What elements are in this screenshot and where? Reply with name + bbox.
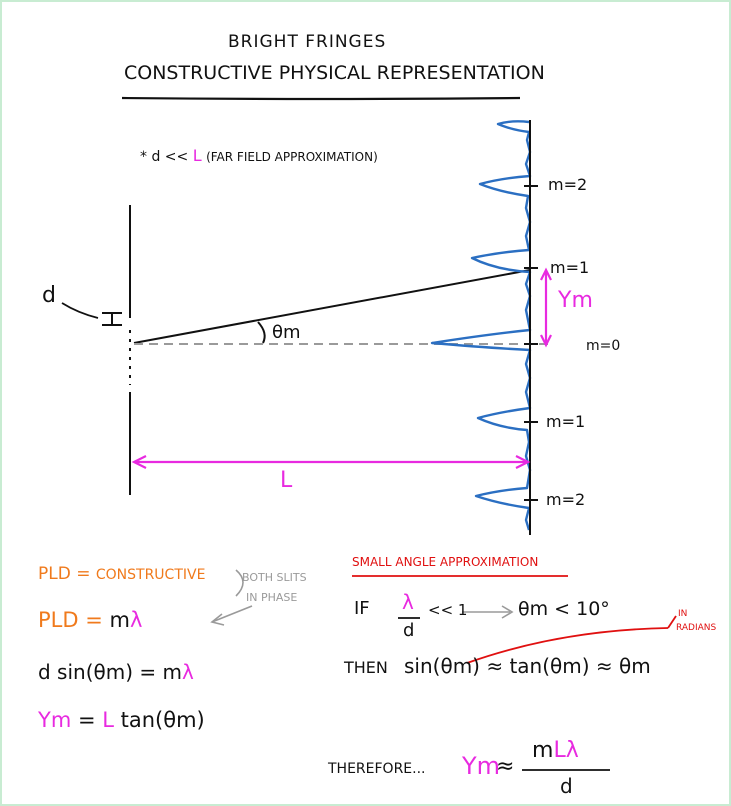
d-leader-line [61, 302, 99, 319]
ym-equals: = [71, 708, 103, 732]
d-sin-theta-text: d sin(θm) = m [38, 660, 182, 684]
ym-label: Ym [558, 288, 593, 313]
title-line-1: BRIGHT FRINGES [228, 32, 387, 52]
phase-note-bracket [235, 569, 244, 597]
order-label-m1-top: m=1 [550, 258, 590, 277]
ym-symbol: Ym [38, 708, 72, 732]
assumption-L: L [192, 146, 202, 165]
phase-note-line-1: BOTH SLITS [242, 571, 307, 584]
theta-label: θm [272, 322, 301, 343]
ym-arrowhead-bottom [540, 334, 552, 348]
L-arrowhead-left [131, 455, 147, 469]
if-fraction-denominator: d [403, 620, 415, 641]
if-condition: << 1 [428, 601, 468, 619]
if-fraction-numerator: λ [402, 590, 414, 614]
therefore-numerator: mLλ [532, 740, 579, 762]
pld-label-2: PLD = [38, 608, 110, 632]
phase-note-arrow [211, 605, 253, 623]
order-label-m0: m=0 [586, 338, 621, 354]
lambda-symbol-2: λ [181, 660, 194, 684]
assumption-prefix: * d << [140, 149, 189, 165]
equation-pld-m-lambda: PLD = mλ [38, 610, 142, 631]
if-implication-arrowhead [501, 605, 514, 619]
numerator-lambda: λ [565, 738, 579, 763]
radians-arc-tail [667, 615, 677, 629]
therefore-denominator: d [560, 774, 573, 798]
assumption-note: * d << L (FAR FIELD APPROXIMATION) [140, 146, 378, 165]
title-underline [121, 96, 521, 101]
therefore-approx: ≈ [496, 754, 515, 779]
constructive-label: CONSTRUCTIVE [95, 567, 206, 583]
radians-note-line-2: RADIANS [676, 623, 717, 633]
order-label-m1-bottom: m=1 [546, 412, 586, 431]
title-line-2: CONSTRUCTIVE PHYSICAL REPRESENTATION [124, 62, 545, 84]
order-m: m [109, 608, 130, 632]
L-arrowhead-right [515, 455, 531, 469]
path-line-to-m1 [133, 269, 531, 344]
pld-label: PLD = [38, 564, 96, 584]
equation-d-sin-theta: d sin(θm) = mλ [38, 662, 194, 682]
therefore-label: THEREFORE... [328, 761, 426, 777]
order-label-m2-bottom: m=2 [546, 490, 586, 509]
if-label: IF [354, 598, 370, 619]
L-symbol: L [102, 708, 114, 732]
L-label: L [280, 468, 293, 493]
numerator-L: L [553, 738, 566, 763]
small-angle-heading: SMALL ANGLE APPROXIMATION [352, 555, 539, 569]
phase-note-line-2: IN PHASE [246, 591, 298, 604]
if-result: θm < 10° [518, 598, 610, 620]
intensity-pattern-curve [430, 120, 532, 531]
phase-note-arrowhead [210, 613, 225, 626]
therefore-ym: Ym [462, 752, 501, 780]
order-label-m2-top: m=2 [548, 175, 588, 194]
theta-arc [257, 321, 266, 344]
assumption-suffix: (FAR FIELD APPROXIMATION) [206, 150, 378, 164]
then-label: THEN [344, 658, 388, 677]
lambda-symbol: λ [129, 608, 143, 632]
radians-arc [466, 627, 669, 664]
slit-spacing-label: d [42, 283, 56, 308]
then-approximation: sin(θm) ≈ tan(θm) ≈ θm [404, 654, 651, 678]
ym-arrowhead-top [540, 267, 552, 281]
numerator-m: m [532, 738, 554, 763]
equation-pld-constructive: PLD = CONSTRUCTIVE [38, 566, 205, 583]
tan-theta-text: tan(θm) [113, 708, 205, 732]
equation-ym-L-tan: Ym = L tan(θm) [38, 710, 205, 731]
radians-note-line-1: IN [678, 609, 688, 619]
